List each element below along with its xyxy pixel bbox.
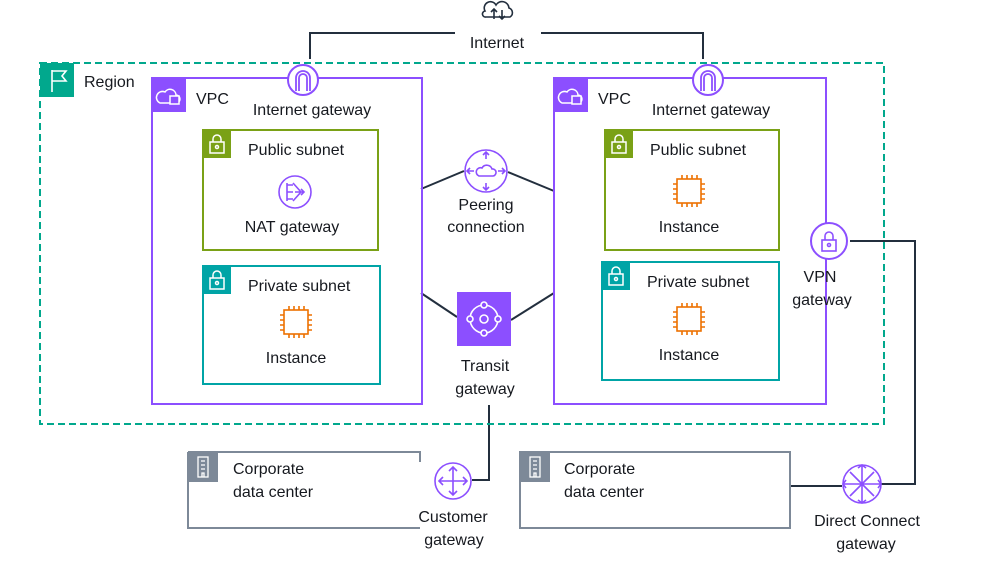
- peering-connection-label-line1: Peering: [458, 197, 513, 214]
- vpc-right-internet-gateway-label: Internet gateway: [652, 102, 770, 119]
- transit-gateway-label-line2: gateway: [455, 381, 515, 398]
- public-subnet-lock-tile: [203, 130, 231, 158]
- customer-gateway-icon: [434, 462, 472, 500]
- vpc-left-private-subnet: [202, 265, 381, 385]
- vpc-right-private-instance-label: Instance: [659, 347, 720, 364]
- vpc-left-public-subnet: [202, 129, 379, 251]
- transit-customer-line: [472, 405, 490, 481]
- internet-gateway-icon: [287, 64, 319, 96]
- vpc-left-private-subnet-label: Private subnet: [248, 278, 351, 295]
- datacenter-left-label-line2: data center: [233, 484, 314, 501]
- region-flag-tile: [40, 63, 74, 97]
- instance-icon: [280, 306, 312, 338]
- public-subnet-lock-tile: [605, 130, 633, 158]
- vpn-gateway-label-line2: gateway: [792, 292, 852, 309]
- internet-cloud-icon: [481, 0, 514, 21]
- transit-gateway-tile: [457, 292, 511, 346]
- building-icon: [529, 456, 541, 478]
- region-boundary: [39, 62, 885, 425]
- vpc-right-public-instance-label: Instance: [659, 219, 720, 236]
- instance-icon: [673, 175, 705, 207]
- vpc-left-public-subnet-label: Public subnet: [248, 142, 345, 159]
- region-label: Region: [84, 74, 135, 91]
- vpc-cloud-icon: [155, 88, 181, 105]
- direct-connect-gateway-icon: [842, 464, 882, 504]
- lock-icon: [209, 270, 225, 290]
- vpn-gateway-label-line1: VPN: [804, 269, 837, 286]
- nat-gateway-icon: [278, 175, 312, 209]
- datacenter-right-label-line1: Corporate: [564, 461, 635, 478]
- region-flag-icon: [51, 70, 68, 92]
- vpc-right-label: VPC: [598, 91, 631, 108]
- direct-connect-gateway-label-line2: gateway: [836, 536, 896, 553]
- internet-label: Internet: [470, 35, 525, 52]
- vpc-right-public-subnet: [604, 129, 780, 251]
- vpn-gateway-icon: [810, 222, 848, 260]
- transit-gateway-icon: [466, 301, 502, 337]
- peering-connection-icon: [464, 149, 508, 193]
- vpc-left-internet-gateway-label: Internet gateway: [253, 102, 371, 119]
- connection-lines: [309, 32, 916, 487]
- instance-icon: [673, 303, 705, 335]
- customer-gateway-label-line1: Customer: [418, 509, 488, 526]
- vpn-direct-connect-line: [850, 240, 916, 485]
- vpc-cloud-icon: [557, 88, 583, 105]
- lock-icon: [608, 266, 624, 286]
- vpc-left-label: VPC: [196, 91, 229, 108]
- datacenter-right-label-line2: data center: [564, 484, 645, 501]
- peering-line-left: [420, 170, 465, 190]
- vpc-right-private-subnet-label: Private subnet: [647, 274, 750, 291]
- transit-line-right: [510, 292, 555, 321]
- vpc-right-public-subnet-label: Public subnet: [650, 142, 747, 159]
- transit-gateway-label-line1: Transit: [461, 358, 510, 375]
- direct-connect-gateway-label-line1: Direct Connect: [814, 513, 920, 530]
- building-icon: [197, 456, 209, 478]
- datacenter-right-boundary: [519, 451, 791, 529]
- private-subnet-lock-tile: [602, 262, 630, 290]
- customer-gateway-label-line2: gateway: [424, 532, 484, 549]
- lock-icon: [209, 134, 225, 154]
- vpc-left-instance-label: Instance: [266, 350, 327, 367]
- vpc-left-boundary: [151, 77, 423, 405]
- peering-connection-label-line2: connection: [447, 219, 524, 236]
- internet-connection-line: [309, 32, 704, 59]
- private-subnet-lock-tile: [203, 266, 231, 294]
- datacenter-left-label-line1: Corporate: [233, 461, 304, 478]
- vpc-right-private-subnet: [601, 261, 780, 381]
- peering-line-right: [507, 171, 555, 192]
- transit-line-left: [420, 292, 458, 318]
- nat-gateway-label: NAT gateway: [245, 219, 340, 236]
- lock-icon: [611, 134, 627, 154]
- internet-gateway-icon: [692, 64, 724, 96]
